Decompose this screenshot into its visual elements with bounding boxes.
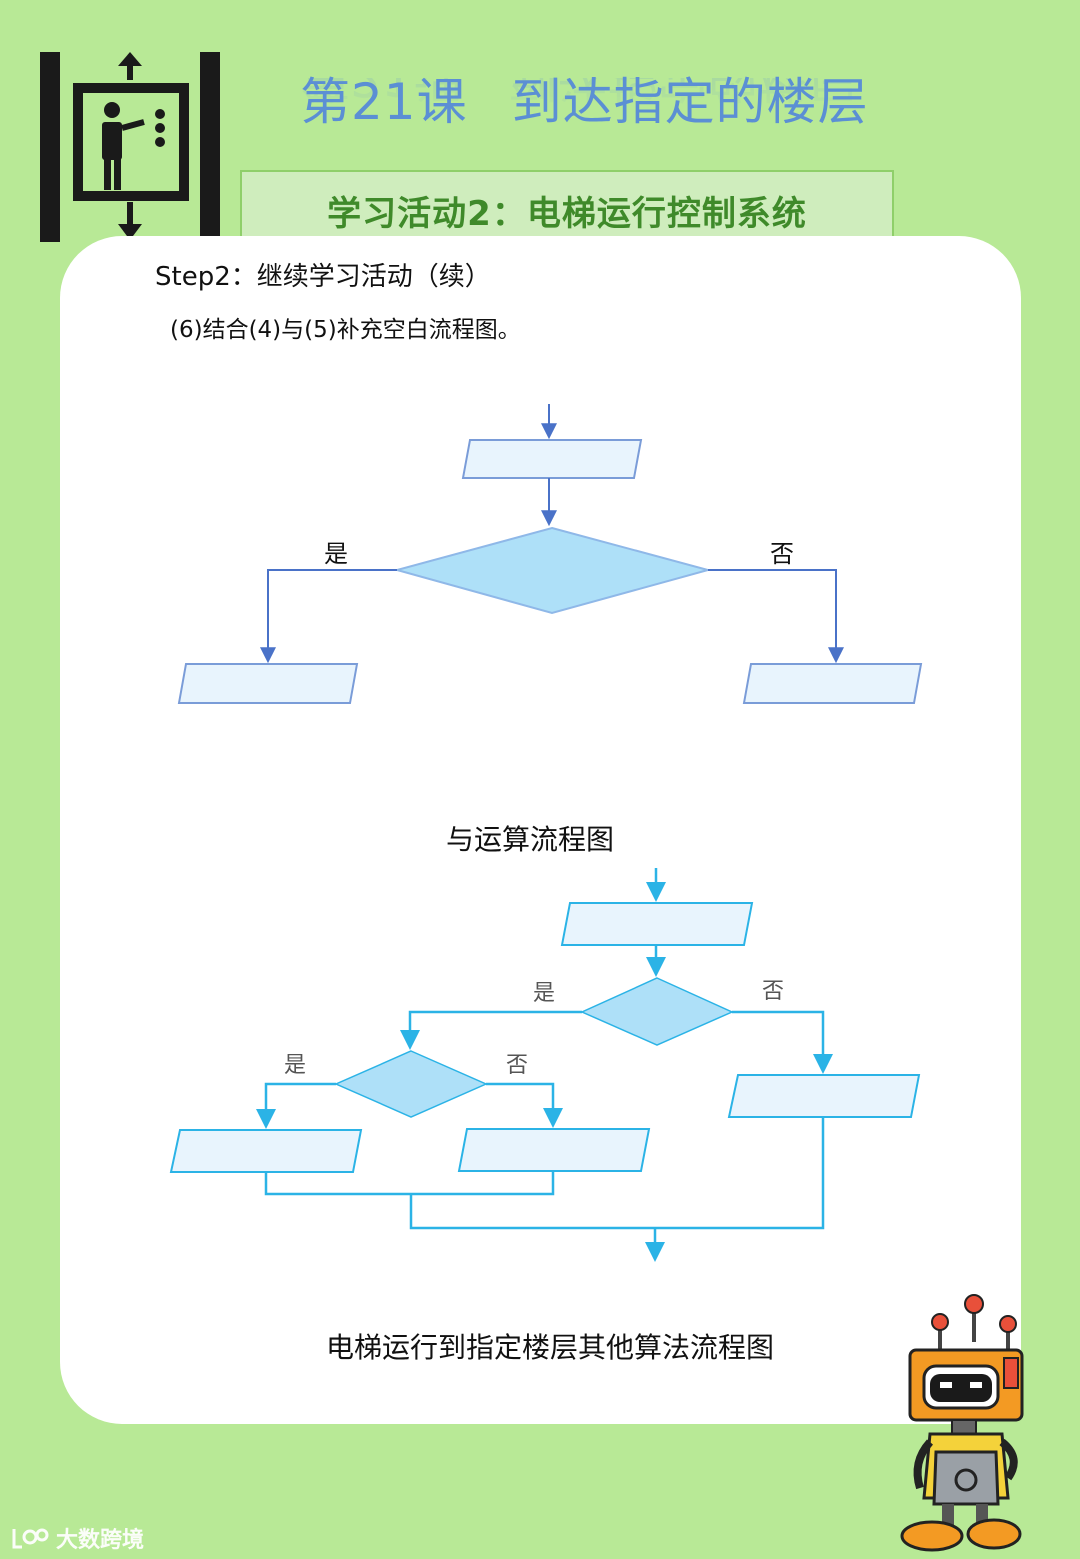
activity-banner: 学习活动2：电梯运行控制系统 xyxy=(240,170,894,236)
activity-title: 学习活动2：电梯运行控制系统 xyxy=(242,186,892,235)
step-heading: Step2：继续学习活动（续） xyxy=(155,256,491,293)
and-flowchart-caption: 与运算流程图 xyxy=(0,818,1060,858)
lesson-title-reflection: 第21课 到达指定的楼层 xyxy=(300,78,900,118)
elevator-icon xyxy=(38,50,224,245)
watermark-text: 大数跨境 xyxy=(56,1522,144,1554)
lesson-number-reflection: 第21课 xyxy=(300,78,464,118)
lesson-name-reflection: 到达指定的楼层 xyxy=(508,78,858,118)
dashujujing-logo-icon xyxy=(10,1525,50,1551)
watermark: 大数跨境 xyxy=(10,1522,144,1554)
robot-mascot xyxy=(890,1292,1040,1554)
instruction-text: (6)结合(4)与(5)补充空白流程图。 xyxy=(170,310,521,344)
